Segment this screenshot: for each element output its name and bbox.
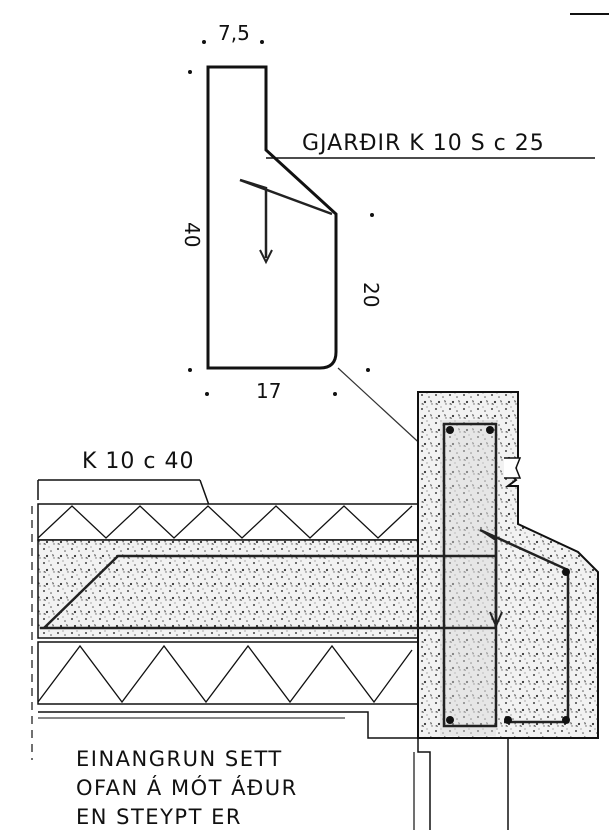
beam-section-detail: 7,5 40 20 17 GJARÐIR K 10 S c 25 <box>180 21 595 403</box>
beam-notch <box>504 457 522 479</box>
beam-core <box>440 420 496 736</box>
note-line-2: OFAN Á MÓT ÁÐUR <box>76 775 298 800</box>
stirrup-label: GJARÐIR K 10 S c 25 <box>302 131 545 156</box>
dimension-dots <box>188 40 374 396</box>
rebar-dots <box>446 426 570 724</box>
board-step <box>345 711 420 739</box>
lower-insulation-zigzag <box>37 644 413 704</box>
concrete-slab <box>37 539 439 639</box>
dim-height: 40 <box>180 222 204 247</box>
note-line-3: EN STEYPT ER <box>76 805 242 829</box>
wall-below <box>417 738 509 830</box>
slab-rebar-upper <box>43 554 496 629</box>
stirrup-bar <box>239 178 333 258</box>
upper-insulation-zigzag <box>37 505 413 539</box>
insulation-note: EINANGRUN SETT OFAN Á MÓT ÁÐUR EN STEYPT… <box>76 747 298 829</box>
main-section: K 10 c 40 <box>31 391 599 830</box>
beam-section-outline <box>206 65 338 370</box>
dim-bottom-width: 17 <box>256 379 281 403</box>
hook-bar <box>483 530 498 622</box>
dim-step-height: 20 <box>359 282 383 307</box>
note-line-1: EINANGRUN SETT <box>76 747 283 771</box>
hook-arrow <box>489 611 503 629</box>
stirrup-arrow <box>259 249 273 265</box>
slab-bar-label: K 10 c 40 <box>82 449 195 474</box>
dim-top-width: 7,5 <box>218 21 250 45</box>
edge-stirrup <box>479 528 570 724</box>
